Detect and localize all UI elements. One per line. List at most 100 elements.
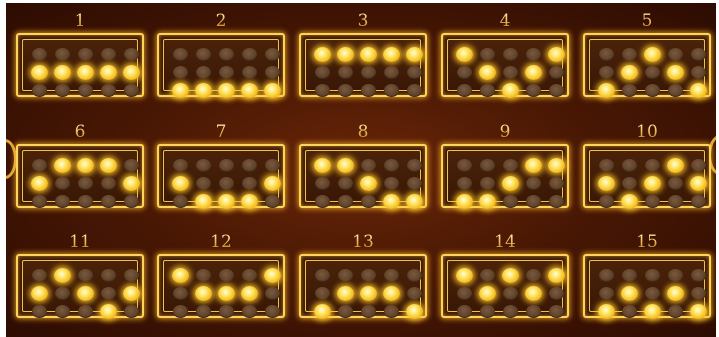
unlit-dot <box>338 177 353 190</box>
unlit-dot <box>78 84 93 97</box>
unlit-dot <box>219 177 234 190</box>
lit-dot <box>383 47 400 62</box>
lit-dot <box>241 286 258 301</box>
unlit-dot <box>315 287 330 300</box>
payline-grid <box>163 260 279 312</box>
payline-grid <box>447 39 563 91</box>
lit-dot <box>479 65 496 80</box>
payline-5: 5 <box>583 13 711 97</box>
unlit-dot <box>384 269 399 282</box>
unlit-dot <box>407 269 422 282</box>
lit-dot <box>100 304 117 319</box>
unlit-dot <box>384 305 399 318</box>
unlit-dot <box>503 159 518 172</box>
unlit-dot <box>265 195 280 208</box>
payline-grid <box>589 39 705 91</box>
unlit-dot <box>219 269 234 282</box>
unlit-dot <box>457 84 472 97</box>
payline-number: 3 <box>299 12 427 30</box>
unlit-dot <box>645 159 660 172</box>
unlit-dot <box>599 269 614 282</box>
unlit-dot <box>599 287 614 300</box>
unlit-dot <box>361 305 376 318</box>
payline-frame <box>157 254 285 318</box>
unlit-dot <box>480 177 495 190</box>
unlit-dot <box>622 269 637 282</box>
payline-grid <box>22 260 138 312</box>
unlit-dot <box>242 48 257 61</box>
unlit-dot <box>101 84 116 97</box>
unlit-dot <box>503 195 518 208</box>
unlit-dot <box>242 159 257 172</box>
payline-number: 10 <box>583 123 711 141</box>
unlit-dot <box>384 66 399 79</box>
unlit-dot <box>315 195 330 208</box>
lit-dot <box>100 158 117 173</box>
unlit-dot <box>480 305 495 318</box>
lit-dot <box>406 304 423 319</box>
unlit-dot <box>124 305 139 318</box>
unlit-dot <box>338 305 353 318</box>
unlit-dot <box>315 66 330 79</box>
unlit-dot <box>384 159 399 172</box>
unlit-dot <box>55 177 70 190</box>
unlit-dot <box>526 84 541 97</box>
unlit-dot <box>32 84 47 97</box>
payline-14: 14 <box>441 234 569 318</box>
unlit-dot <box>691 287 706 300</box>
unlit-dot <box>622 177 637 190</box>
payline-11: 11 <box>16 234 144 318</box>
lit-dot <box>502 83 519 98</box>
lit-dot <box>667 158 684 173</box>
lit-dot <box>621 194 638 209</box>
unlit-dot <box>196 48 211 61</box>
unlit-dot <box>101 48 116 61</box>
payline-6: 6 <box>16 124 144 208</box>
unlit-dot <box>361 84 376 97</box>
payline-frame <box>16 144 144 208</box>
unlit-dot <box>457 177 472 190</box>
unlit-dot <box>219 159 234 172</box>
unlit-dot <box>55 287 70 300</box>
unlit-dot <box>549 84 564 97</box>
unlit-dot <box>691 66 706 79</box>
unlit-dot <box>599 48 614 61</box>
payline-frame <box>16 254 144 318</box>
payline-grid <box>163 150 279 202</box>
unlit-dot <box>265 287 280 300</box>
unlit-dot <box>645 195 660 208</box>
unlit-dot <box>242 305 257 318</box>
lit-dot <box>195 194 212 209</box>
payline-frame <box>16 33 144 97</box>
unlit-dot <box>196 305 211 318</box>
lit-dot <box>360 286 377 301</box>
payline-frame <box>299 254 427 318</box>
lit-dot <box>548 268 565 283</box>
unlit-dot <box>78 177 93 190</box>
lit-dot <box>31 176 48 191</box>
unlit-dot <box>599 195 614 208</box>
lit-dot <box>123 176 140 191</box>
unlit-dot <box>338 269 353 282</box>
unlit-dot <box>457 287 472 300</box>
lit-dot <box>54 65 71 80</box>
lit-dot <box>383 286 400 301</box>
lit-dot <box>360 47 377 62</box>
unlit-dot <box>691 48 706 61</box>
payline-number: 2 <box>157 12 285 30</box>
unlit-dot <box>503 48 518 61</box>
lit-dot <box>690 304 707 319</box>
unlit-dot <box>407 159 422 172</box>
unlit-dot <box>361 269 376 282</box>
unlit-dot <box>503 66 518 79</box>
lit-dot <box>644 47 661 62</box>
unlit-dot <box>622 48 637 61</box>
unlit-dot <box>101 177 116 190</box>
lit-dot <box>172 83 189 98</box>
payline-number: 6 <box>16 123 144 141</box>
lit-dot <box>218 286 235 301</box>
unlit-dot <box>384 84 399 97</box>
unlit-dot <box>361 66 376 79</box>
unlit-dot <box>549 305 564 318</box>
